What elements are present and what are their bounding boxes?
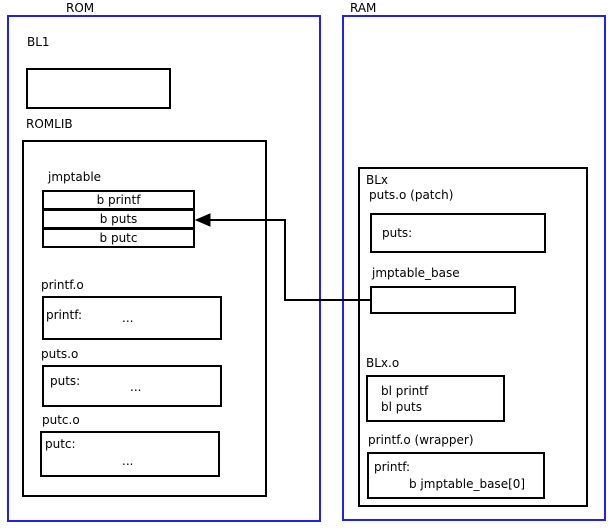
blx-o-box: bl printf bl puts bbox=[366, 375, 505, 422]
rom-puts-ellipsis: ... bbox=[130, 380, 142, 394]
jmptable-row-b-printf: b printf bbox=[42, 190, 195, 210]
ram-region-title: RAM bbox=[350, 1, 377, 15]
puts-patch-label: puts.o (patch) bbox=[369, 188, 454, 202]
printf-wrapper-label: printf.o (wrapper) bbox=[368, 433, 474, 447]
rom-printf-ellipsis: ... bbox=[122, 311, 134, 325]
romlib-label: ROMLIB bbox=[26, 117, 73, 131]
rom-putc-o-label: putc.o bbox=[42, 413, 80, 427]
rom-printf-o-label: printf.o bbox=[41, 278, 84, 292]
blx-label: BLx bbox=[366, 173, 389, 187]
printf-wrapper-symbol: printf: bbox=[374, 460, 411, 474]
rom-puts-o-label: puts.o bbox=[41, 347, 79, 361]
jmptable-base-label: jmptable_base bbox=[372, 266, 460, 280]
puts-patch-symbol: puts: bbox=[382, 226, 413, 240]
puts-patch-box: puts: bbox=[370, 213, 546, 253]
jmptable-row-b-puts: b puts bbox=[42, 209, 195, 229]
rom-putc-symbol: putc: bbox=[45, 437, 76, 451]
bl1-label: BL1 bbox=[27, 35, 50, 49]
jmptable-base-box bbox=[370, 286, 516, 314]
rom-printf-o-box: printf: ... bbox=[42, 296, 222, 340]
blx-o-label: BLx.o bbox=[366, 356, 400, 370]
rom-putc-ellipsis: ... bbox=[122, 454, 134, 468]
rom-putc-o-box: putc: ... bbox=[40, 431, 220, 477]
rom-printf-symbol: printf: bbox=[46, 308, 83, 322]
jmptable-row-b-putc: b putc bbox=[42, 228, 195, 248]
rom-region-title: ROM bbox=[66, 1, 95, 15]
bl1-box bbox=[26, 68, 171, 109]
printf-wrapper-branch: b jmptable_base[0] bbox=[409, 477, 526, 491]
rom-puts-symbol: puts: bbox=[50, 374, 81, 388]
blx-o-instruction-bl-printf: bl printf bbox=[381, 384, 429, 398]
jmptable-label: jmptable bbox=[48, 170, 102, 184]
blx-o-instruction-bl-puts: bl puts bbox=[381, 400, 422, 414]
rom-puts-o-box: puts: ... bbox=[42, 365, 222, 407]
printf-wrapper-box: printf: b jmptable_base[0] bbox=[367, 452, 545, 499]
